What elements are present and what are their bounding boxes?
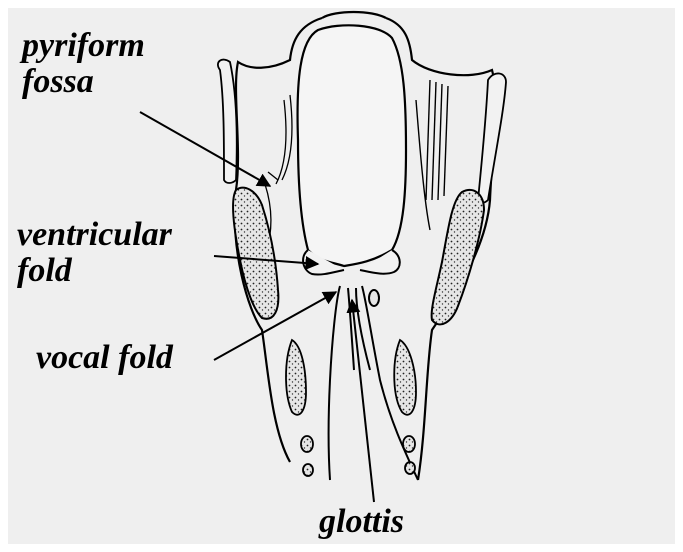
label-ventricular-line1: ventricular: [17, 217, 172, 253]
label-pyriform-line1: pyriform: [22, 28, 145, 64]
left-vocal-fold: [329, 286, 341, 480]
left-lower-cartilage: [286, 340, 306, 415]
left-vocal-inner: [348, 288, 354, 370]
vestibule: [298, 25, 406, 266]
label-pyriform-line2: fossa: [22, 64, 145, 100]
top-epiglottis: [322, 12, 386, 18]
right-lower-cartilage: [394, 340, 416, 415]
right-ring-2: [405, 462, 415, 474]
label-glottis: glottis: [319, 504, 404, 540]
right-hatching: [416, 80, 448, 230]
label-ventricular-line2: fold: [17, 253, 172, 289]
left-cartilage: [233, 188, 278, 319]
right-cartilage: [432, 190, 484, 324]
left-ring-1: [301, 436, 313, 452]
left-ring-2: [303, 464, 313, 476]
right-ring-1: [403, 436, 415, 452]
vocal-nodule: [369, 290, 379, 306]
label-vocal-fold: vocal fold: [36, 340, 173, 376]
right-upper-ridge: [478, 73, 506, 203]
label-pyriform-fossa: pyriform fossa: [22, 28, 145, 100]
pyriform-arrow: [140, 112, 270, 186]
label-ventricular-fold: ventricular fold: [17, 217, 172, 289]
lower-cartilages: [286, 340, 416, 476]
